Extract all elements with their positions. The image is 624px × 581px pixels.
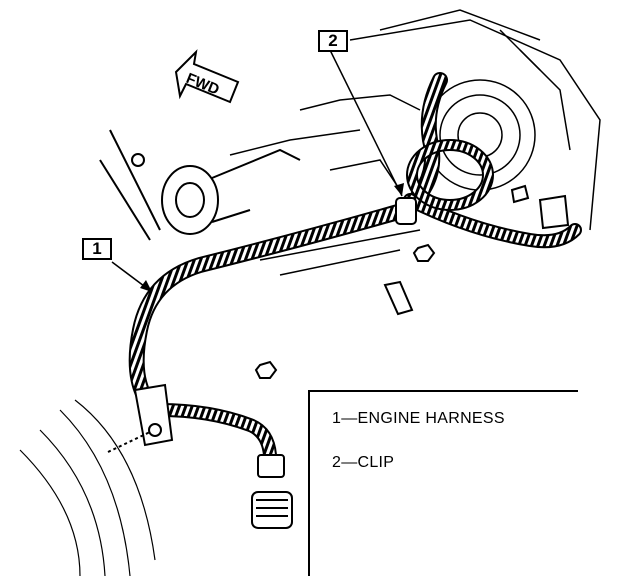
callout-2-number: 2 [328,31,338,50]
harness-connector [251,454,293,529]
wheel-well [19,399,156,577]
pulley-bracket [99,129,301,241]
engine-harness-tube [128,72,582,462]
legend-item-clip: 2—CLIP [332,454,395,471]
legend-box: 1—ENGINE HARNESS 2—CLIP [308,390,578,576]
callout-1: 1 [82,238,112,260]
legend-item-engine-harness: 1—ENGINE HARNESS [332,410,505,427]
harness-clip [395,197,417,225]
callout-2: 2 [318,30,348,52]
leader-arrowheads [140,183,404,292]
mount-bracket [107,383,174,453]
fasteners [131,153,570,379]
fwd-arrow [174,49,240,104]
callout-1-number: 1 [92,239,102,258]
